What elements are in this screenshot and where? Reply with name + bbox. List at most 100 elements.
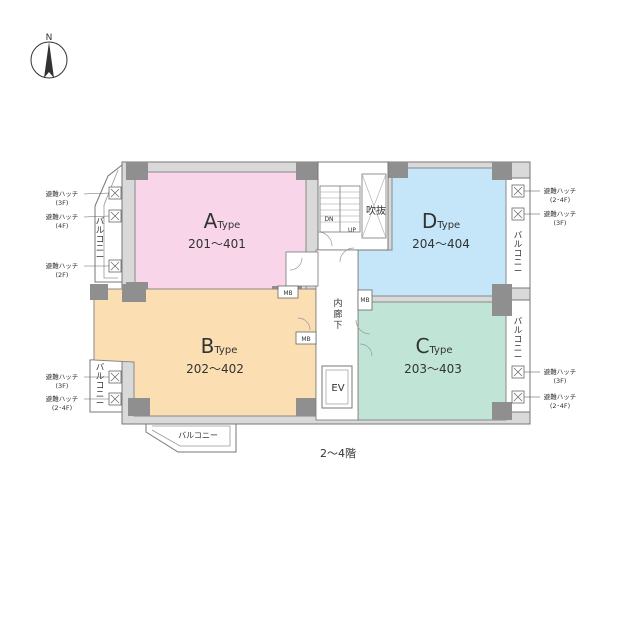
svg-text:避難ハッチ: 避難ハッチ [46, 372, 79, 381]
svg-text:バ: バ [96, 363, 105, 373]
core: DN UP 吹 抜 内 廊 下 EV [277, 161, 389, 421]
hatch-label-left-4: 避難ハッチ (3F) [46, 372, 79, 390]
svg-text:バ: バ [514, 317, 523, 327]
compass-needle-icon [44, 42, 54, 78]
corridor-char-2: 廊 [333, 308, 342, 320]
hatch-icon [511, 207, 525, 221]
svg-text:避難ハッチ: 避難ハッチ [544, 186, 577, 195]
svg-text:避難ハッチ: 避難ハッチ [46, 189, 79, 198]
balcony-label-left-top: バ ル コ ニ ー [96, 217, 105, 263]
unit-d-type: Type [436, 220, 460, 231]
hatch-icon [108, 370, 122, 384]
unit-c-type: Type [429, 345, 453, 356]
doors [289, 231, 373, 357]
hatch-icon [511, 390, 525, 404]
compass: N [30, 33, 68, 79]
balcony-label-right-top: バ ル コ ニ ー [514, 231, 523, 277]
void-char-1: 吹 [366, 204, 376, 217]
svg-text:ー: ー [96, 399, 105, 409]
hatch-icon [108, 392, 122, 406]
hatch-leaders [83, 190, 540, 400]
svg-text:ー: ー [96, 253, 105, 263]
svg-text:(2･4F): (2･4F) [550, 402, 570, 410]
svg-text:(3F): (3F) [554, 377, 567, 385]
svg-text:BType: BType [201, 334, 238, 358]
hatch-icon [108, 259, 122, 273]
unit-b-type: Type [213, 345, 237, 356]
elevator-label: EV [331, 383, 344, 394]
svg-text:CType: CType [416, 334, 453, 358]
svg-text:MB: MB [283, 290, 292, 297]
unit-b-letter: B [201, 334, 215, 358]
hatch-icon [511, 184, 525, 198]
floor-label: 2～4階 [320, 446, 356, 460]
svg-text:DType: DType [422, 209, 460, 233]
stairs: DN UP [319, 185, 361, 234]
svg-text:(3F): (3F) [56, 382, 69, 390]
svg-text:ニ: ニ [514, 344, 523, 354]
void-char-2: 抜 [376, 204, 386, 217]
svg-text:(4F): (4F) [56, 222, 69, 230]
unit-a-type: Type [216, 220, 240, 231]
svg-text:(3F): (3F) [554, 219, 567, 227]
svg-text:ニ: ニ [96, 390, 105, 400]
corridor-char-1: 内 [333, 297, 342, 309]
elevator: EV [321, 365, 353, 409]
stairs-up-label: UP [348, 227, 356, 234]
svg-text:ニ: ニ [96, 244, 105, 254]
svg-text:避難ハッチ: 避難ハッチ [46, 261, 79, 270]
svg-text:(2･4F): (2･4F) [550, 196, 570, 204]
svg-text:MB: MB [360, 297, 369, 304]
hatch-label-left-5: 避難ハッチ (2･4F) [46, 394, 79, 412]
stairs-down-label: DN [324, 216, 333, 223]
svg-text:ル: ル [514, 240, 523, 250]
hatch-label-right-1: 避難ハッチ (2･4F) [544, 186, 577, 204]
unit-a-rooms: 201～401 [188, 237, 246, 251]
svg-text:コ: コ [514, 249, 523, 259]
svg-text:避難ハッチ: 避難ハッチ [544, 209, 577, 218]
hatch-icon [511, 365, 525, 379]
svg-text:ー: ー [514, 267, 523, 277]
svg-text:(2F): (2F) [56, 271, 69, 279]
meter-box-3: MB [357, 289, 373, 311]
hatch-label-left-2: 避難ハッチ (4F) [46, 212, 79, 230]
void: 吹 抜 [361, 173, 387, 239]
hatch-label-right-2: 避難ハッチ (3F) [544, 209, 577, 227]
svg-text:AType: AType [204, 209, 241, 233]
unit-c-letter: C [416, 334, 430, 358]
unit-a-letter: A [204, 209, 218, 233]
svg-text:(3F): (3F) [56, 199, 69, 207]
compass-label: N [46, 33, 53, 43]
svg-text:バ: バ [514, 231, 523, 241]
svg-text:コ: コ [96, 235, 105, 245]
unit-d-letter: D [422, 209, 437, 233]
unit-d-rooms: 204～404 [412, 237, 470, 251]
unit-b-rooms: 202～402 [186, 362, 244, 376]
svg-text:MB: MB [301, 336, 310, 343]
hatch-label-right-4: 避難ハッチ (2･4F) [544, 392, 577, 410]
bottom-balcony [145, 423, 237, 453]
balcony-label-left-bottom: バ ル コ ニ ー [96, 363, 105, 409]
unit-b: BType 202～402 [90, 284, 318, 417]
svg-text:ニ: ニ [514, 258, 523, 268]
svg-text:ル: ル [96, 226, 105, 236]
svg-text:避難ハッチ: 避難ハッチ [544, 367, 577, 376]
unit-a: AType 201～401 [126, 162, 318, 300]
svg-text:避難ハッチ: 避難ハッチ [46, 394, 79, 403]
hatch-label-left-3: 避難ハッチ (2F) [46, 261, 79, 279]
unit-c: CType 203～403 [357, 300, 512, 421]
svg-text:バ: バ [96, 217, 105, 227]
svg-text:コ: コ [96, 381, 105, 391]
unit-d: DType 204～404 [357, 162, 512, 300]
balcony-label-bottom: バルコニー [178, 431, 218, 440]
hatch-icon [108, 186, 122, 200]
meter-box-2: MB [295, 331, 317, 345]
hatch-icon [108, 209, 122, 223]
svg-text:コ: コ [514, 335, 523, 345]
balcony-label-right-bottom: バ ル コ ニ ー [514, 317, 523, 363]
svg-text:(2･4F): (2･4F) [52, 404, 72, 412]
hatch-label-right-3: 避難ハッチ (3F) [544, 367, 577, 385]
meter-box-1: MB [277, 285, 299, 299]
hatch-label-left-1: 避難ハッチ (3F) [46, 189, 79, 207]
